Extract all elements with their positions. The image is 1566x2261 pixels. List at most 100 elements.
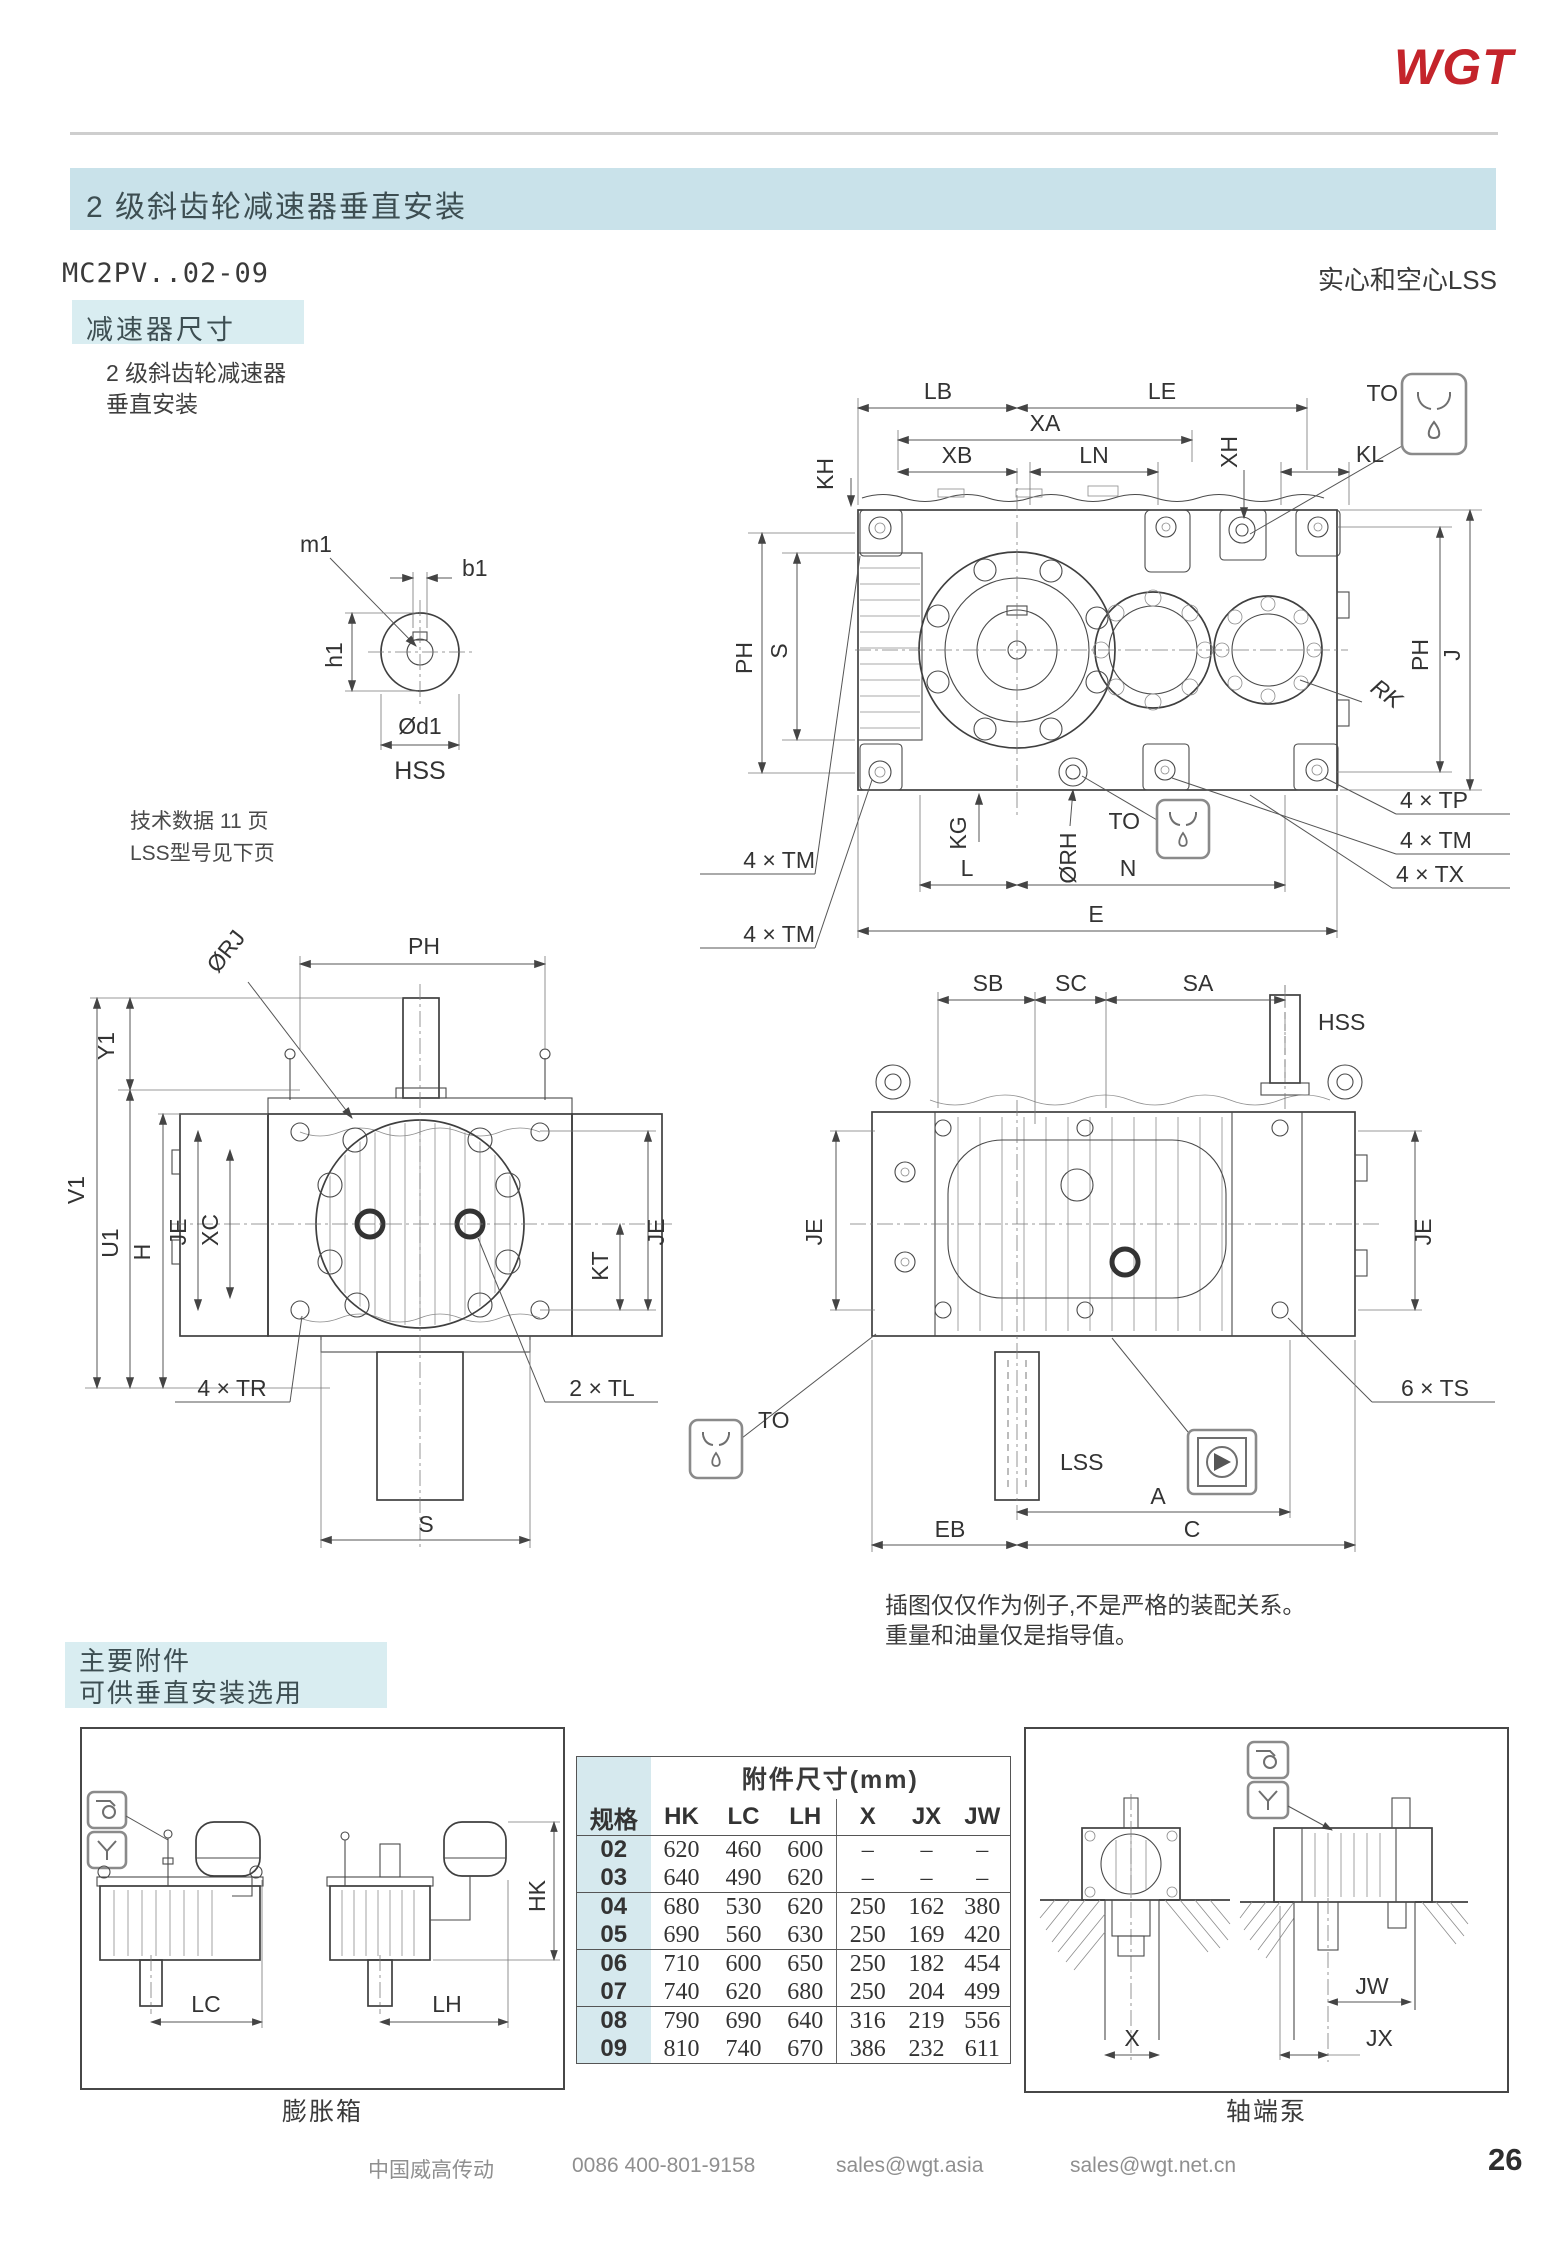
leader-lines — [700, 445, 1510, 949]
section-title-bar: 2 级斜齿轮减速器垂直安装 — [70, 168, 1496, 230]
reference-notes: 技术数据 11 页 LSS型号见下页 — [130, 806, 275, 870]
expansion-tank-dims: LC LH HK — [149, 1820, 560, 2028]
dim-label-xc: XC — [197, 1214, 223, 1246]
dim-label-sb: SB — [973, 970, 1004, 996]
figure-note: 插图仅仅作为例子,不是严格的装配关系。 重量和油量仅是指导值。 — [885, 1590, 1305, 1650]
dim-label-rk: RK — [1366, 674, 1408, 715]
dim-label-eb: EB — [935, 1516, 966, 1542]
expansion-tank-panel: LC LH HK — [80, 1727, 565, 2090]
lss-note: LSS型号见下页 — [130, 842, 275, 865]
hss-caption: HSS — [394, 757, 445, 785]
caption-shaft-end-pump: 轴端泵 — [1225, 2098, 1307, 2126]
dim-label-s-left: S — [766, 643, 792, 658]
oil-sight-glass-icon — [1186, 1428, 1258, 1496]
dim-label-sc: SC — [1055, 970, 1087, 996]
dim-label-4tm-2: 4 × TM — [743, 921, 815, 947]
dim-label-4tr: 4 × TR — [197, 1375, 266, 1401]
dim-label-kh: KH — [812, 458, 838, 490]
dim-label-je-side-left: JE — [801, 1219, 827, 1246]
dim-label-ph-left: PH — [731, 642, 757, 674]
corner-bolts — [290, 1122, 550, 1320]
variant-label: 实心和空心LSS — [1317, 265, 1497, 295]
front-dimensions — [85, 956, 658, 1548]
accessories-section-header: 主要附件 可供垂直安装选用 — [65, 1642, 387, 1708]
col-header-hk: HK — [650, 1799, 713, 1836]
dim-label-lb: LB — [924, 378, 952, 404]
dim-label-ln: LN — [1079, 442, 1108, 468]
pump-side-view — [1239, 1797, 1469, 2062]
dim-label-j: J — [1439, 649, 1465, 661]
accessories-title-line1: 主要附件 — [79, 1646, 192, 1676]
hss-dimensions: m1 b1 h1 Ød1 HSS — [300, 531, 488, 785]
ground-hatch-front — [1039, 1899, 1231, 1971]
dim-label-6ts: 6 × TS — [1401, 1375, 1469, 1401]
front-flange-bolts — [317, 1127, 521, 1318]
side-dimensions — [741, 985, 1495, 1552]
footer-email-asia: sales@wgt.asia — [836, 2154, 984, 2177]
figure-note-line1: 插图仅仅作为例子,不是严格的装配关系。 — [885, 1592, 1306, 1618]
accessories-title-line2: 可供垂直安装选用 — [79, 1678, 304, 1708]
dim-label-e: E — [1088, 901, 1103, 927]
front-view-labels: ØRJ PH Y1 V1 U1 H JE XC KT JE 4 × TR 2 ×… — [63, 925, 669, 1537]
bottom-bolts — [868, 757, 1329, 787]
dim-label-od1: Ød1 — [398, 713, 441, 739]
dim-label-a: A — [1150, 1483, 1166, 1509]
dim-label-le: LE — [1148, 378, 1176, 404]
drawing-shaft-end-pump: X JW JX — [1039, 1740, 1469, 2062]
col-header-jx: JX — [898, 1799, 955, 1836]
dim-label-n: N — [1120, 855, 1137, 881]
dim-label-b1: b1 — [462, 555, 488, 581]
oil-drain-icon-side — [688, 1418, 744, 1480]
rib-panel — [857, 552, 923, 741]
dim-label-orj: ØRJ — [201, 925, 250, 977]
model-code: MC2PV..02-09 — [62, 258, 270, 289]
header-rule — [70, 132, 1498, 135]
dim-label-je-front-right: JE — [643, 1219, 669, 1246]
drawing-subtitle-line2: 垂直安装 — [106, 391, 198, 417]
dim-label-hss: HSS — [1318, 1009, 1365, 1035]
dimensions-section-title: 减速器尺寸 — [86, 315, 236, 345]
page-number: 26 — [1488, 2142, 1523, 2177]
dim-label-xb: XB — [942, 442, 973, 468]
col-header-spec: 规格 — [576, 1799, 651, 1836]
dim-label-ph-front: PH — [408, 933, 440, 959]
front-housing — [170, 984, 675, 1548]
figure-note-line2: 重量和油量仅是指导值。 — [885, 1622, 1138, 1648]
dimensions-section-header: 减速器尺寸 — [72, 300, 304, 345]
dim-label-h: H — [129, 1244, 155, 1261]
footer-company: 中国威高传动 — [368, 2159, 494, 2182]
dim-label-lh: LH — [432, 1991, 461, 2017]
dim-label-v1: V1 — [63, 1176, 89, 1204]
side-view-labels: SB SC SA HSS JE JE 6 × TS TO LSS A EB C — [758, 970, 1469, 1542]
drawing-top-view: LB LE XA XB LN XH KL KH TO PH J PH S RK … — [700, 372, 1510, 949]
drawing-side-view: SB SC SA HSS JE JE 6 × TS TO LSS A EB C — [688, 970, 1495, 1552]
hss-shaft-section — [368, 600, 472, 704]
dim-label-2tl: 2 × TL — [569, 1375, 635, 1401]
col-header-lh: LH — [774, 1799, 837, 1836]
table-header-row: 规格 HK LC LH X JX JW — [576, 1799, 1012, 1836]
dim-label-4tx: 4 × TX — [1396, 861, 1464, 887]
drawing-hss-shaft-end: m1 b1 h1 Ød1 HSS — [300, 531, 488, 785]
dim-label-jw: JW — [1355, 1973, 1389, 1999]
pump-dims: X JW JX — [1103, 1906, 1413, 2060]
col-header-lc: LC — [712, 1799, 775, 1836]
dim-label-c: C — [1184, 1516, 1201, 1542]
funnel-icon-left — [86, 1830, 128, 1870]
pump-front-view — [1039, 1794, 1231, 2062]
dim-label-kg: KG — [945, 816, 971, 849]
oil-drain-icon-bottom — [1155, 798, 1211, 860]
col-header-jw: JW — [954, 1799, 1012, 1836]
dim-label-xa: XA — [1030, 410, 1061, 436]
dim-label-orh: ØRH — [1055, 832, 1081, 883]
wgt-logo: WGT — [1394, 39, 1514, 95]
dim-label-h1: h1 — [321, 642, 347, 668]
oil-fill-icon-right — [1246, 1740, 1290, 1780]
